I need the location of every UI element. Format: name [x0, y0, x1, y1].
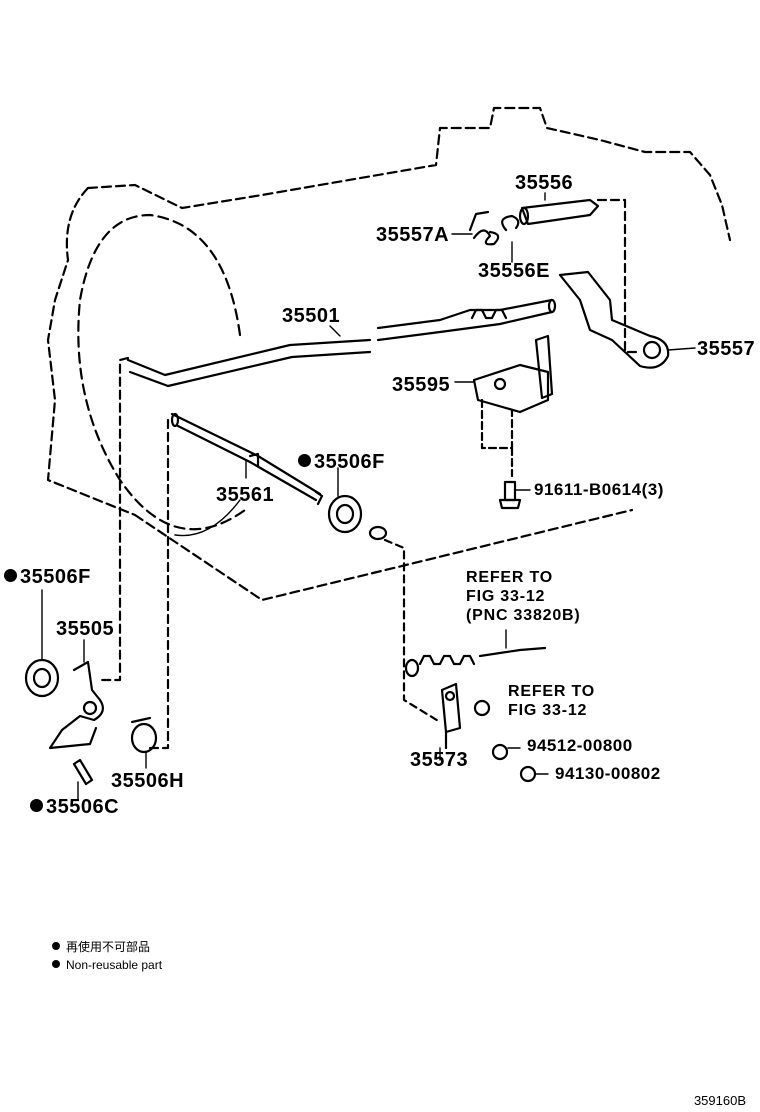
legend-dot-icon: [52, 960, 60, 968]
non-reusable-dot-icon: [4, 569, 17, 582]
nut-94130: [519, 765, 537, 783]
label-35506C: 35506C: [30, 796, 119, 818]
label-35573: 35573: [410, 749, 469, 771]
clip-35556E: [501, 214, 520, 232]
nut-refer: [473, 699, 491, 717]
spring-35557A: [468, 210, 500, 246]
pin-35506C: [72, 758, 94, 786]
shift-rod-35501: [126, 298, 557, 388]
oil-seal-35506F-top: [327, 494, 363, 534]
label-35505: 35505: [56, 618, 115, 640]
label-94512: 94512-00800: [527, 736, 633, 755]
pin-35556: [518, 198, 600, 226]
label-35506F-top: 35506F: [298, 451, 385, 473]
bell-housing-outline: [77, 213, 247, 531]
label-35557: 35557: [697, 338, 756, 360]
label-91611: 91611-B0614(3): [534, 480, 664, 499]
label-35556: 35556: [515, 172, 574, 194]
label-35561: 35561: [216, 484, 275, 506]
label-35506F-left: 35506F: [4, 566, 91, 588]
non-reusable-dot-icon: [298, 454, 311, 467]
label-35556E: 35556E: [478, 260, 550, 282]
lever-35557: [558, 270, 670, 369]
label-35506H: 35506H: [111, 770, 185, 792]
label-35501: 35501: [282, 305, 341, 327]
nut-94512: [491, 743, 509, 761]
control-cable: [404, 646, 547, 678]
refer-note-nut: REFER TO FIG 33-12: [508, 683, 596, 719]
o-ring: [368, 525, 388, 541]
illustration-code: 359160B: [693, 1093, 746, 1108]
legend-jp: 再使用不可部品: [52, 940, 150, 955]
legend-dot-icon: [52, 942, 60, 950]
label-35557A: 35557A: [376, 224, 450, 246]
non-reusable-dot-icon: [30, 799, 43, 812]
shaft-35561: [170, 412, 324, 506]
transmission-case-outline: [46, 106, 732, 602]
bushing-35506H: [130, 716, 158, 754]
label-35595: 35595: [392, 374, 451, 396]
bracket-35573: [440, 682, 462, 750]
oil-seal-35506F-left: [24, 658, 60, 698]
label-94130: 94130-00802: [555, 764, 661, 783]
bolt-91611: [498, 480, 522, 510]
legend-en: Non-reusable part: [52, 958, 162, 973]
refer-note-cable: REFER TO FIG 33-12 (PNC 33820B): [466, 569, 581, 624]
bracket-35595: [472, 334, 554, 478]
leader-lines: [41, 192, 696, 801]
detent-lever-35505: [48, 660, 105, 750]
